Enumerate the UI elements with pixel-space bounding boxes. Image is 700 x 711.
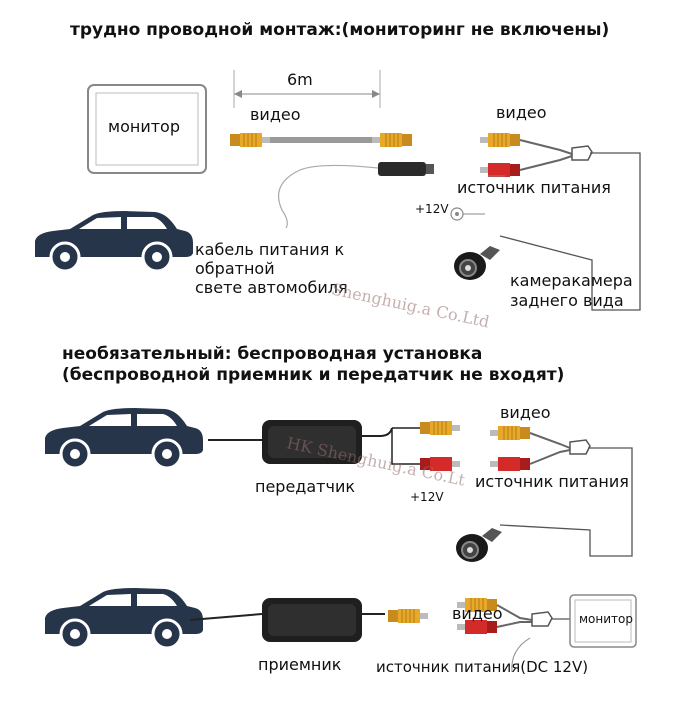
rear-camera-label: камеракамера заднего вида (510, 271, 633, 311)
cable-length-label: 6m (287, 70, 313, 89)
receiver-power-label: источник питания(DC 12V) (376, 658, 589, 676)
voltage-label: +12V (415, 202, 449, 216)
wireless-voltage-label: +12V (410, 490, 444, 504)
wireless-title-line-2: (беспроводной приемник и передатчик не в… (62, 365, 565, 385)
transmitter-label: передатчик (255, 477, 356, 496)
video-label-right: видео (496, 103, 547, 122)
wireless-video-label: видео (500, 403, 551, 422)
video-label-left: видео (250, 105, 301, 124)
wireless-install-title: необязательный: беспроводная установка (… (62, 344, 564, 386)
rear-camera-line-1: камеракамера (510, 271, 633, 290)
power-cable-line-2: обратной (195, 259, 275, 278)
power-source-label: источник питания (457, 178, 611, 197)
power-cable-label: кабель питания к обратной свете автомоби… (195, 240, 348, 297)
small-monitor-label: монитор (579, 612, 633, 626)
wireless-power-label: источник питания (475, 472, 629, 491)
receiver-video-label: видео (452, 604, 503, 623)
wireless-title-line-1: необязательный: беспроводная установка (62, 344, 483, 364)
receiver-label: приемник (258, 655, 342, 674)
power-cable-line-1: кабель питания к (195, 240, 345, 259)
wired-install-title: трудно проводной монтаж:(мониторинг не в… (70, 20, 610, 40)
rear-camera-line-2: заднего вида (510, 291, 624, 310)
power-cable-line-3: свете автомобиля (195, 278, 348, 297)
monitor-label: монитор (108, 117, 180, 136)
